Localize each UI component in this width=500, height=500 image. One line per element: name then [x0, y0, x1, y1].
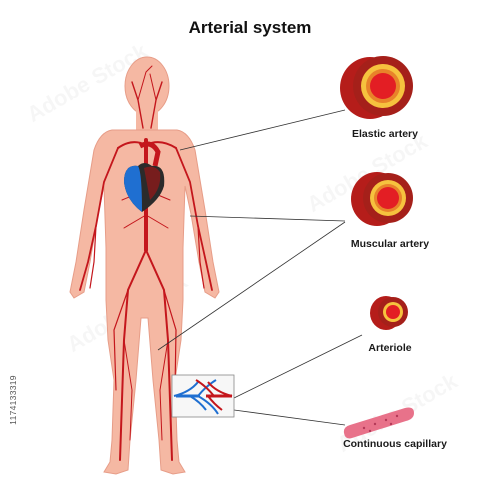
leader-lines [157, 109, 363, 426]
heart [124, 141, 165, 212]
label-muscular-artery: Muscular artery [350, 238, 430, 250]
diagram-title: Arterial system [188, 18, 312, 37]
image-id: 1174133319 [8, 375, 18, 425]
continuous-capillary-tube [343, 407, 414, 439]
label-continuous-capillary: Continuous capillary [343, 438, 447, 450]
label-elastic-artery: Elastic artery [352, 128, 418, 140]
arteriole-cross-section [370, 296, 408, 330]
elastic-artery-cross-section [340, 56, 413, 119]
human-body-silhouette [69, 56, 220, 475]
label-arteriole: Arteriole [368, 342, 412, 354]
muscular-artery-cross-section [351, 172, 413, 226]
capillary-bed-inset [171, 374, 235, 418]
